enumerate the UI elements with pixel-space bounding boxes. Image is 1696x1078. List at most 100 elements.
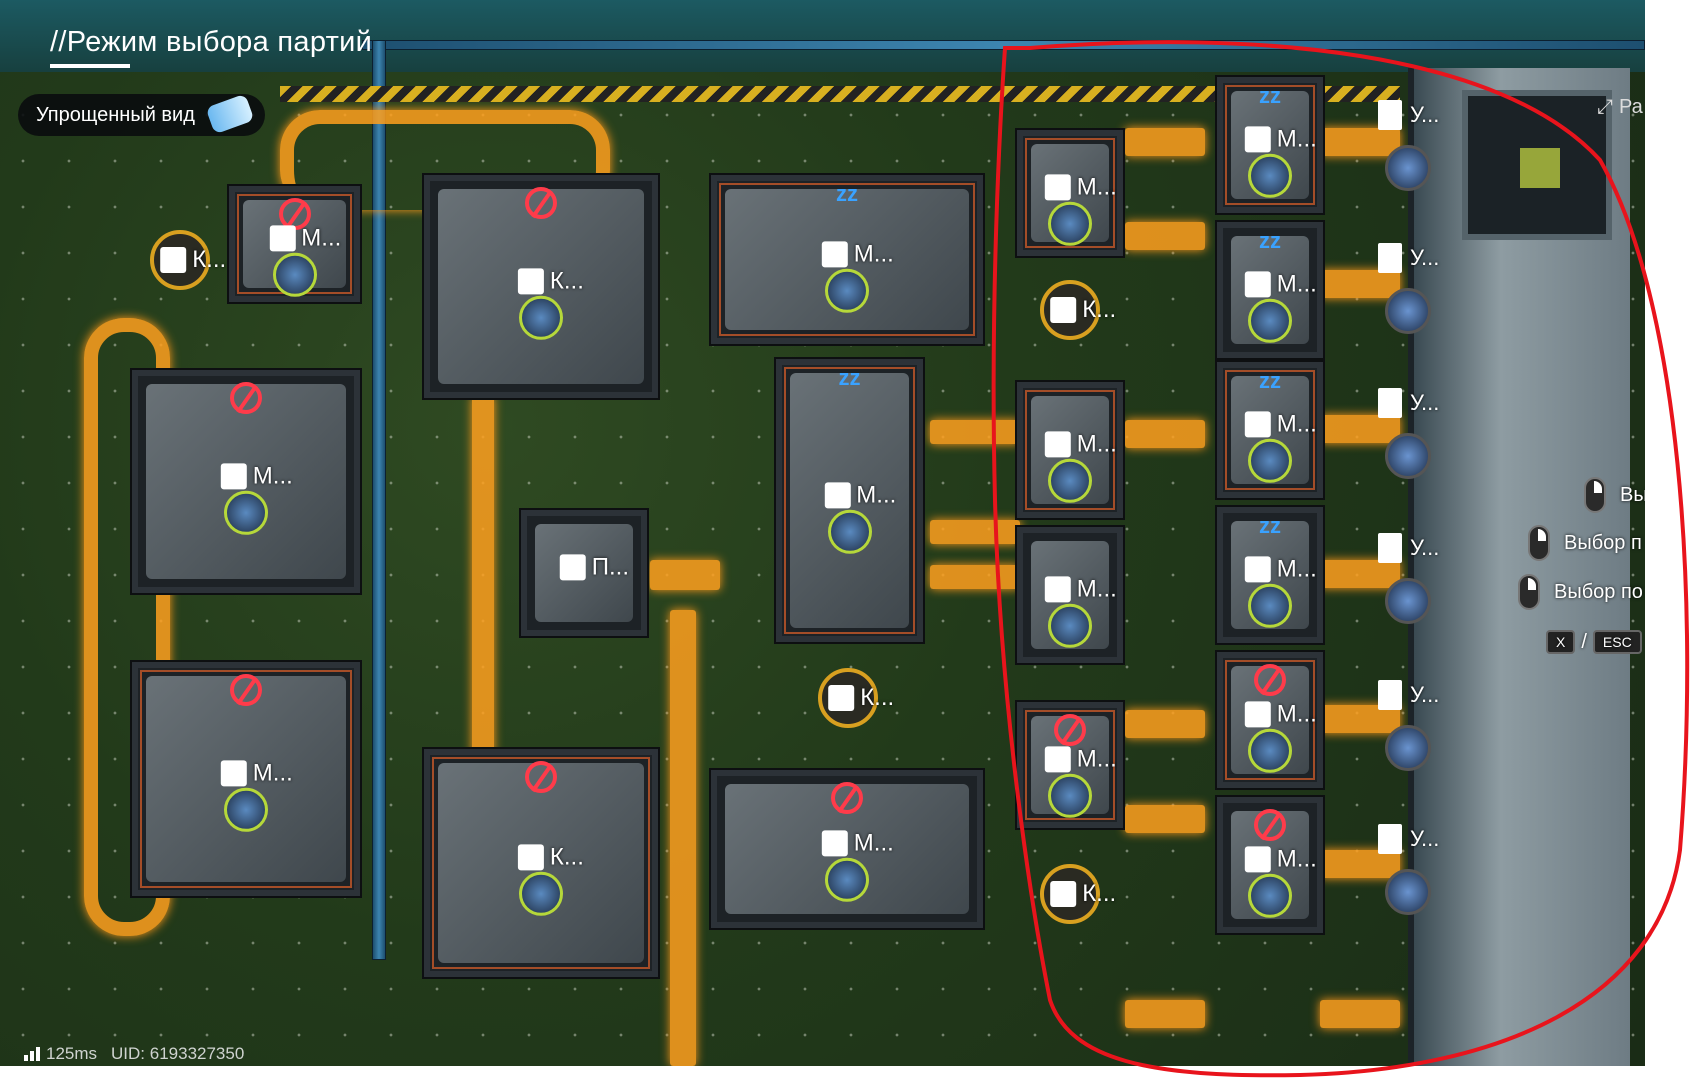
expand-button[interactable]: ⤢ Ра: [1597, 96, 1643, 119]
machine-name: К...: [1082, 880, 1117, 907]
machine-label: К...: [1050, 880, 1116, 908]
belt: [1125, 805, 1205, 833]
stopped-icon: [230, 674, 262, 706]
machine[interactable]: К...: [422, 747, 660, 979]
machine-type-icon: [1244, 701, 1271, 728]
belt: [1320, 1000, 1400, 1028]
output-label: У...: [1410, 535, 1440, 560]
belt: [930, 420, 1020, 444]
product-icon: [272, 252, 317, 297]
machine-label: М...: [1244, 555, 1317, 583]
machine-type-icon: [1244, 556, 1271, 583]
belt: [670, 610, 696, 1066]
machine-type-icon: [517, 844, 544, 871]
machine[interactable]: М...: [1215, 650, 1325, 790]
machine[interactable]: М...: [709, 768, 985, 930]
machine-label: М...: [1044, 745, 1117, 773]
machine-name: М...: [853, 829, 894, 857]
output-port-icon: [1378, 680, 1402, 710]
mouse-left-icon: [1584, 477, 1606, 513]
machine[interactable]: М...: [1215, 795, 1325, 935]
turret[interactable]: К...: [1040, 864, 1116, 924]
machine-frame: [432, 757, 650, 969]
machine-name: К...: [192, 246, 227, 273]
machine[interactable]: М...: [130, 368, 362, 595]
output-port-icon: [1378, 533, 1402, 563]
machine-type-icon: [1244, 271, 1271, 298]
machine[interactable]: М...: [227, 184, 362, 304]
machine[interactable]: М...: [1015, 128, 1125, 258]
machine-type-icon: [821, 830, 848, 857]
output-item-icon: [1385, 725, 1431, 771]
page-title: //Режим выбора партий: [50, 26, 373, 58]
product-icon: [519, 871, 563, 916]
machine-label: М...: [1044, 430, 1117, 458]
machine-type-icon: [220, 760, 247, 787]
turret[interactable]: К...: [150, 230, 226, 290]
belt: [1125, 128, 1205, 156]
product-icon: [1048, 458, 1092, 503]
machine-name: М...: [1276, 410, 1317, 438]
machine-type-icon: [1244, 846, 1271, 873]
machine-label: М...: [1244, 125, 1317, 153]
stopped-icon: [525, 187, 557, 219]
turret[interactable]: К...: [818, 668, 894, 728]
machine[interactable]: М...: [1015, 700, 1125, 830]
output-port-icon: [1378, 100, 1402, 130]
output-port[interactable]: У...: [1378, 243, 1439, 273]
machine-label: К...: [160, 246, 226, 274]
product-icon: [1048, 773, 1092, 818]
simplified-view-label: Упрощенный вид: [36, 103, 195, 126]
output-port[interactable]: У...: [1378, 100, 1439, 130]
machine-label: К...: [517, 267, 584, 295]
machine[interactable]: М...: [1015, 380, 1125, 520]
machine-type-icon: [517, 267, 544, 294]
product-icon: [1248, 583, 1292, 628]
output-port[interactable]: У...: [1378, 824, 1439, 854]
product-icon: [1248, 153, 1292, 198]
protocol-core[interactable]: [1462, 90, 1612, 240]
machine[interactable]: М...: [1015, 525, 1125, 665]
idle-icon: zz: [1259, 513, 1281, 538]
machine[interactable]: П...: [519, 508, 649, 638]
title-underline: [50, 64, 130, 68]
belt: [1125, 222, 1205, 250]
machine-type-icon: [1044, 431, 1071, 458]
machine-label: М...: [821, 829, 894, 857]
eye-hidden-icon: [205, 93, 255, 135]
stopped-icon: [1254, 809, 1286, 841]
output-port[interactable]: У...: [1378, 533, 1439, 563]
output-port[interactable]: У...: [1378, 388, 1439, 418]
machine-label: М...: [220, 759, 293, 787]
output-label: У...: [1410, 826, 1440, 851]
belt: [1320, 415, 1400, 443]
simplified-view-toggle[interactable]: Упрощенный вид: [18, 93, 265, 136]
hint-item: Вы: [1584, 477, 1645, 513]
belt: [1320, 128, 1400, 156]
machine-label: М...: [1244, 845, 1317, 873]
separator: /: [1581, 630, 1587, 653]
hint-label: Выбор п: [1564, 531, 1642, 554]
machine-name: П...: [591, 553, 630, 581]
machine-name: К...: [860, 684, 895, 711]
exit-hint[interactable]: X / ESC В: [1546, 630, 1645, 654]
machine[interactable]: К...: [422, 173, 660, 400]
hint-label: Выбор по: [1554, 580, 1643, 603]
hint-label: Вы: [1620, 483, 1645, 506]
turret[interactable]: К...: [1040, 280, 1116, 340]
machine-label: М...: [269, 224, 341, 252]
output-item-icon: [1385, 145, 1431, 191]
output-item-icon: [1385, 578, 1431, 624]
product-icon: [1048, 201, 1092, 246]
machine-name: М...: [1276, 125, 1317, 153]
machine[interactable]: М...: [130, 660, 362, 898]
output-port[interactable]: У...: [1378, 680, 1439, 710]
pipe-vertical: [372, 40, 386, 960]
